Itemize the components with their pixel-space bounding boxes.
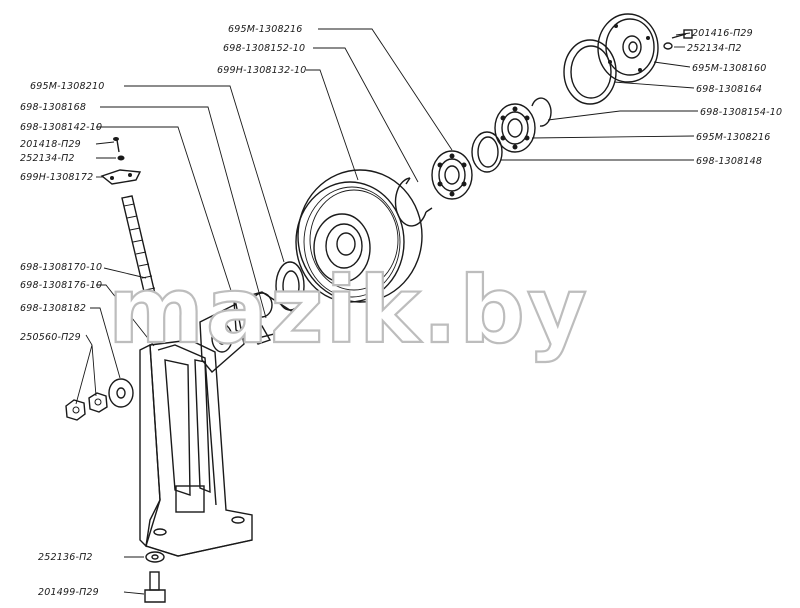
axle — [233, 291, 297, 345]
watermark: mazik.by — [108, 257, 589, 364]
spacer-ring — [275, 261, 305, 311]
part-label: 698-1308182 — [20, 303, 86, 314]
part-label: 201499-П29 — [38, 587, 99, 598]
part-label: 698-1308164 — [696, 84, 762, 95]
part-label: 201418-П29 — [20, 139, 81, 150]
nuts-and-washer — [65, 378, 134, 421]
roller-wheel — [295, 169, 423, 303]
eccentric-plate — [199, 302, 245, 373]
seal-ring — [563, 39, 617, 105]
threaded-rod — [121, 195, 165, 335]
part-label: 698-1308168 — [20, 102, 86, 113]
leader-lines — [75, 28, 698, 595]
part-label: 698-1308152-10 — [223, 43, 305, 54]
part-label: 252136-П2 — [38, 552, 93, 563]
part-label: 695M-1308210 — [30, 81, 104, 92]
bottom-washer-bolt — [144, 551, 166, 603]
part-label: 695M-1308216 — [696, 132, 770, 143]
part-label: 252134-П2 — [687, 43, 742, 54]
part-label: 201416-П29 — [692, 28, 753, 39]
circlip-right — [531, 97, 552, 127]
circlip-left — [394, 177, 433, 227]
top-small-parts — [100, 137, 142, 185]
part-label: 698-1308176-10 — [20, 280, 102, 291]
part-label: 699H-1308172 — [20, 172, 93, 183]
part-label: 695M-1308160 — [692, 63, 766, 74]
cover-plate — [597, 13, 659, 83]
part-label: 252134-П2 — [20, 153, 75, 164]
part-labels: 695M-1308216 698-1308152-10 699H-1308132… — [20, 24, 782, 598]
bearing-right — [494, 103, 536, 153]
part-label: 698-1308170-10 — [20, 262, 102, 273]
part-label: 698-1308148 — [696, 156, 762, 167]
part-label: 250560-П29 — [20, 332, 81, 343]
top-right-bolt-washer — [663, 29, 693, 50]
part-label: 698-1308142-10 — [20, 122, 102, 133]
spacer-ring-right — [471, 131, 503, 173]
part-label: 695M-1308216 — [228, 24, 302, 35]
part-label: 699H-1308132-10 — [217, 65, 307, 76]
bracket-stand — [139, 339, 253, 557]
parts-drawing — [65, 13, 693, 603]
part-label: 698-1308154-10 — [700, 107, 782, 118]
bearing-left — [431, 150, 473, 200]
